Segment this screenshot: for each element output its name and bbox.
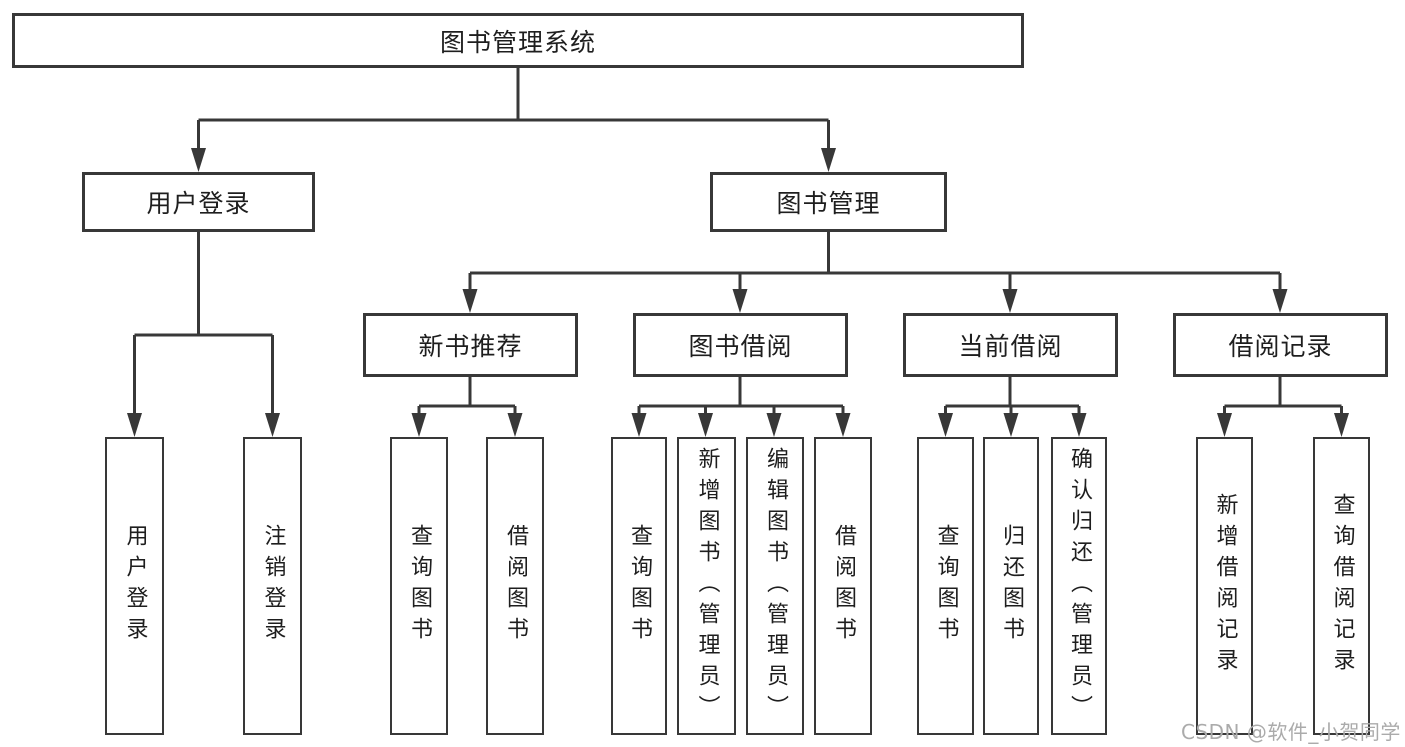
connector-new-book-branch <box>417 377 517 420</box>
connector-borrow-record-branch <box>1223 377 1343 420</box>
node-leaf-return-book: 归还图书 <box>983 437 1039 735</box>
node-leaf-add-borrow-record: 新增借阅记录 <box>1196 437 1253 735</box>
node-leaf-query-book-1: 查询图书 <box>390 437 448 735</box>
node-leaf-borrow-book-2: 借阅图书 <box>814 437 872 735</box>
node-book-borrow: 图书借阅 <box>633 313 848 377</box>
connector-book-management-branch <box>468 232 1282 293</box>
arrowheads <box>127 148 1349 437</box>
node-leaf-query-borrow-record: 查询借阅记录 <box>1313 437 1370 735</box>
connector-book-borrow-branch <box>637 377 845 420</box>
connector-root-to-level2 <box>197 68 830 152</box>
node-user-login-module: 用户登录 <box>82 172 315 232</box>
node-library-management-system: 图书管理系统 <box>12 13 1024 68</box>
node-leaf-user-login: 用户登录 <box>105 437 164 735</box>
csdn-watermark: CSDN @软件_小贺同学 <box>1181 720 1401 744</box>
node-current-borrow: 当前借阅 <box>903 313 1118 377</box>
node-leaf-borrow-book-1: 借阅图书 <box>486 437 544 735</box>
node-new-book-recommend: 新书推荐 <box>363 313 578 377</box>
node-borrow-record: 借阅记录 <box>1173 313 1388 377</box>
node-book-management-module: 图书管理 <box>710 172 947 232</box>
node-leaf-edit-book-admin: 编辑图书（管理员） <box>746 437 804 735</box>
node-leaf-query-book-2: 查询图书 <box>611 437 667 735</box>
node-leaf-logout: 注销登录 <box>243 437 302 735</box>
node-leaf-query-book-3: 查询图书 <box>917 437 974 735</box>
connector-user-login-branch <box>133 232 274 417</box>
node-leaf-confirm-return-admin: 确认归还（管理员） <box>1051 437 1107 735</box>
node-leaf-add-book-admin: 新增图书（管理员） <box>677 437 736 735</box>
